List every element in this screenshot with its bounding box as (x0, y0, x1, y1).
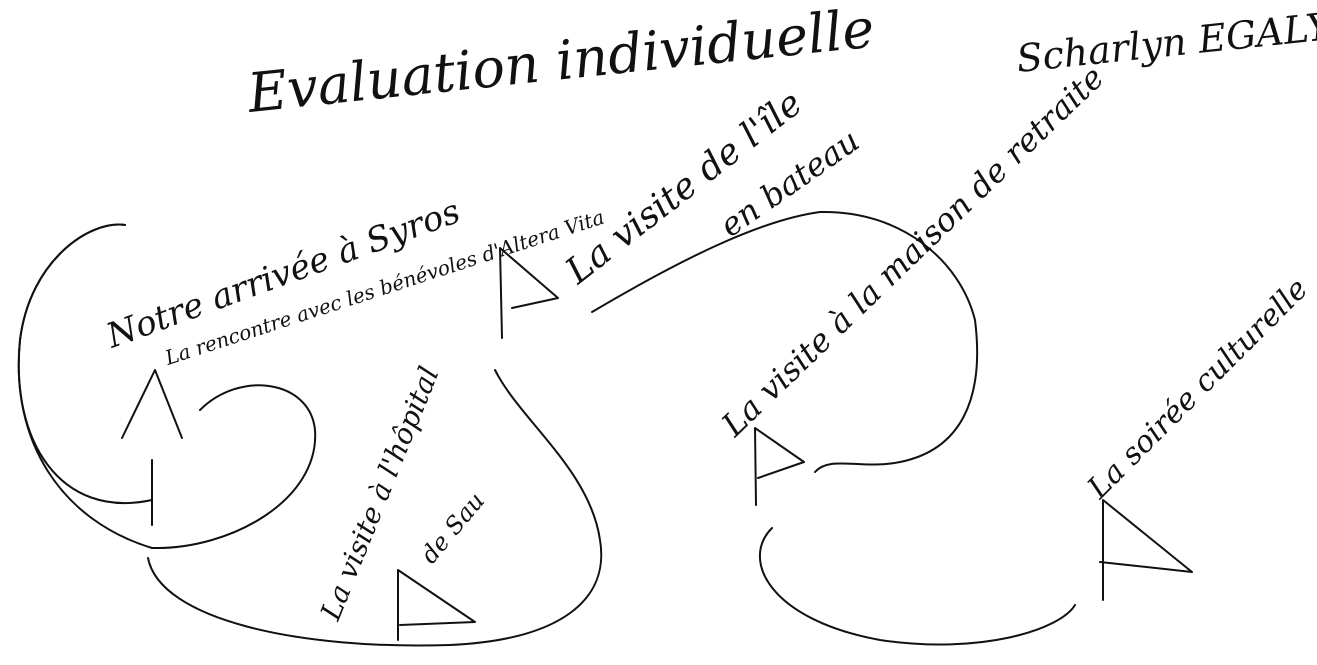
station-sublabel: de Sau (415, 487, 490, 569)
author-name: Scharlyn EGALY (1014, 4, 1317, 81)
flag-icon (499, 247, 559, 339)
station-arrival: Notre arrivée à Syros La rencontre avec … (100, 191, 607, 370)
station-hospital-visit: La visite à l'hôpital de Sau (314, 362, 491, 626)
flag-icon (121, 369, 183, 526)
flag-icon (754, 427, 805, 506)
station-island-visit: La visite de l'île en bateau (558, 83, 867, 293)
station-cultural-evening: La soirée culturelle (1080, 272, 1315, 507)
station-label: La visite à l'hôpital (314, 362, 446, 626)
station-label: La soirée culturelle (1080, 272, 1315, 507)
flag-icon (1099, 499, 1193, 601)
flag-icon (397, 569, 476, 641)
winding-path (17, 210, 1076, 647)
